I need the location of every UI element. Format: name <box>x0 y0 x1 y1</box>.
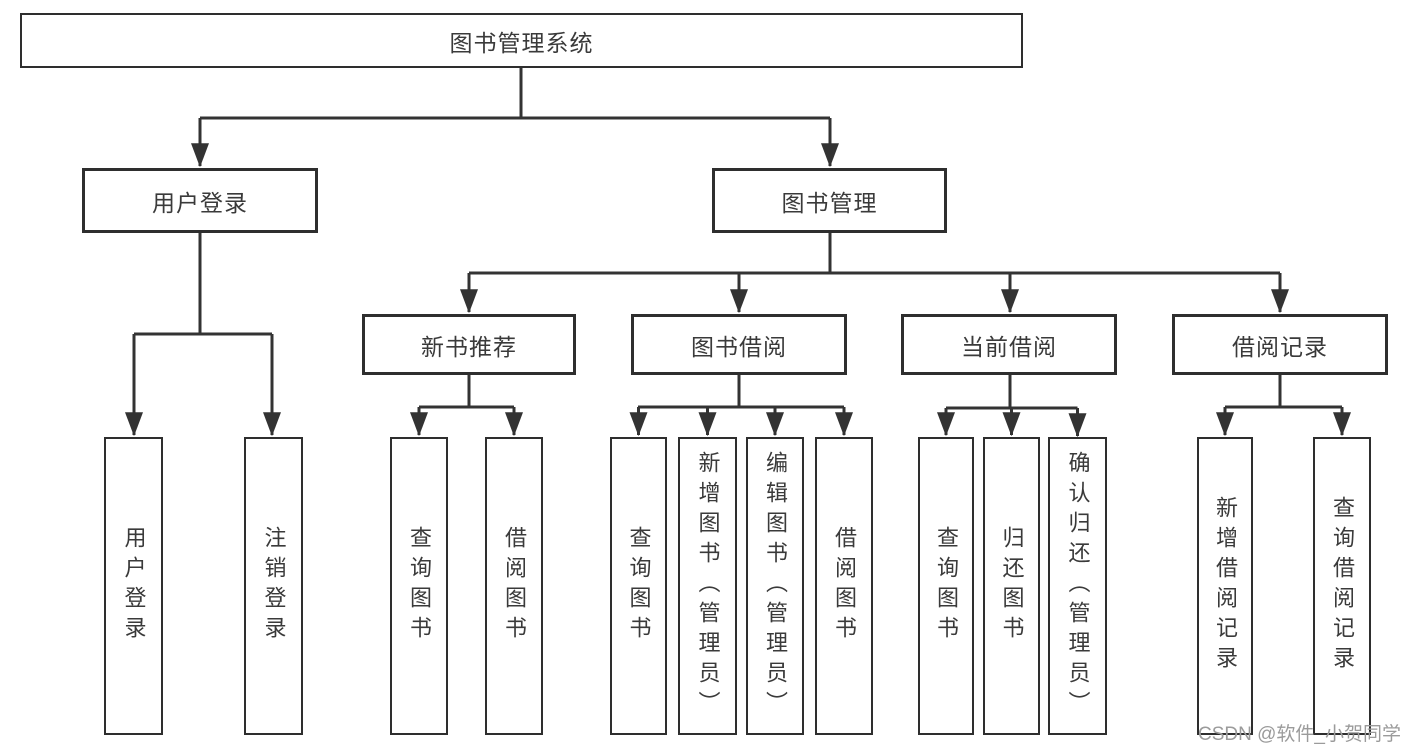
node-cb-return-books-label: 归还图书 <box>999 526 1025 646</box>
node-cb-return-books: 归还图书 <box>983 437 1040 735</box>
node-bb-edit-books: 编辑图书（管理员） <box>746 437 804 735</box>
node-borrow-records-label: 借阅记录 <box>1232 333 1328 360</box>
node-br-add-record-label: 新增借阅记录 <box>1213 496 1238 676</box>
connector-book-borrow-branch <box>629 375 853 437</box>
node-bb-edit-books-label: 编辑图书（管理员） <box>763 451 788 721</box>
node-cb-confirm-return: 确认归还（管理员） <box>1048 437 1107 735</box>
node-cb-query-books-label: 查询图书 <box>934 526 959 646</box>
node-bb-borrow-books-label: 借阅图书 <box>832 526 857 646</box>
node-user-login: 用户登录 <box>82 168 318 233</box>
connector-borrow-records-branch <box>1216 375 1351 437</box>
node-cb-query-books: 查询图书 <box>918 437 974 735</box>
node-leaf-logout-label: 注销登录 <box>261 526 287 646</box>
node-nb-query-books-label: 查询图书 <box>407 526 432 646</box>
node-new-book-rec-label: 新书推荐 <box>421 333 517 360</box>
node-book-borrow-label: 图书借阅 <box>691 333 787 360</box>
node-bb-borrow-books: 借阅图书 <box>815 437 873 735</box>
node-root-label: 图书管理系统 <box>449 29 594 56</box>
node-br-query-record-label: 查询借阅记录 <box>1330 496 1355 676</box>
node-leaf-user-login: 用户登录 <box>104 437 163 735</box>
node-nb-query-books: 查询图书 <box>390 437 448 735</box>
connector-new-book-branch <box>410 375 523 437</box>
connector-user-login-branch <box>125 233 281 437</box>
node-bb-add-books: 新增图书（管理员） <box>678 437 737 735</box>
node-bb-query-books-label: 查询图书 <box>626 526 652 646</box>
node-user-login-label: 用户登录 <box>152 189 248 216</box>
node-borrow-records: 借阅记录 <box>1172 314 1388 375</box>
node-bb-add-books-label: 新增图书（管理员） <box>695 451 721 721</box>
csdn-watermark: CSDN @软件_小贺同学 <box>1198 724 1401 745</box>
node-current-borrow: 当前借阅 <box>901 314 1117 375</box>
node-bb-query-books: 查询图书 <box>610 437 667 735</box>
node-book-mgmt: 图书管理 <box>712 168 947 233</box>
node-current-borrow-label: 当前借阅 <box>961 333 1057 360</box>
node-br-query-record: 查询借阅记录 <box>1313 437 1371 735</box>
node-book-mgmt-label: 图书管理 <box>781 189 878 216</box>
node-book-borrow: 图书借阅 <box>631 314 847 375</box>
node-new-book-rec: 新书推荐 <box>362 314 576 375</box>
node-br-add-record: 新增借阅记录 <box>1197 437 1253 735</box>
node-root: 图书管理系统 <box>20 13 1023 68</box>
connector-current-borrow-branch <box>937 375 1087 438</box>
connector-root-to-level1 <box>191 68 839 168</box>
node-nb-borrow-books-label: 借阅图书 <box>502 526 527 646</box>
node-leaf-user-login-label: 用户登录 <box>121 526 147 646</box>
node-cb-confirm-return-label: 确认归还（管理员） <box>1065 451 1091 721</box>
connector-book-mgmt-branch <box>460 233 1289 314</box>
node-leaf-logout: 注销登录 <box>244 437 303 735</box>
node-nb-borrow-books: 借阅图书 <box>485 437 543 735</box>
